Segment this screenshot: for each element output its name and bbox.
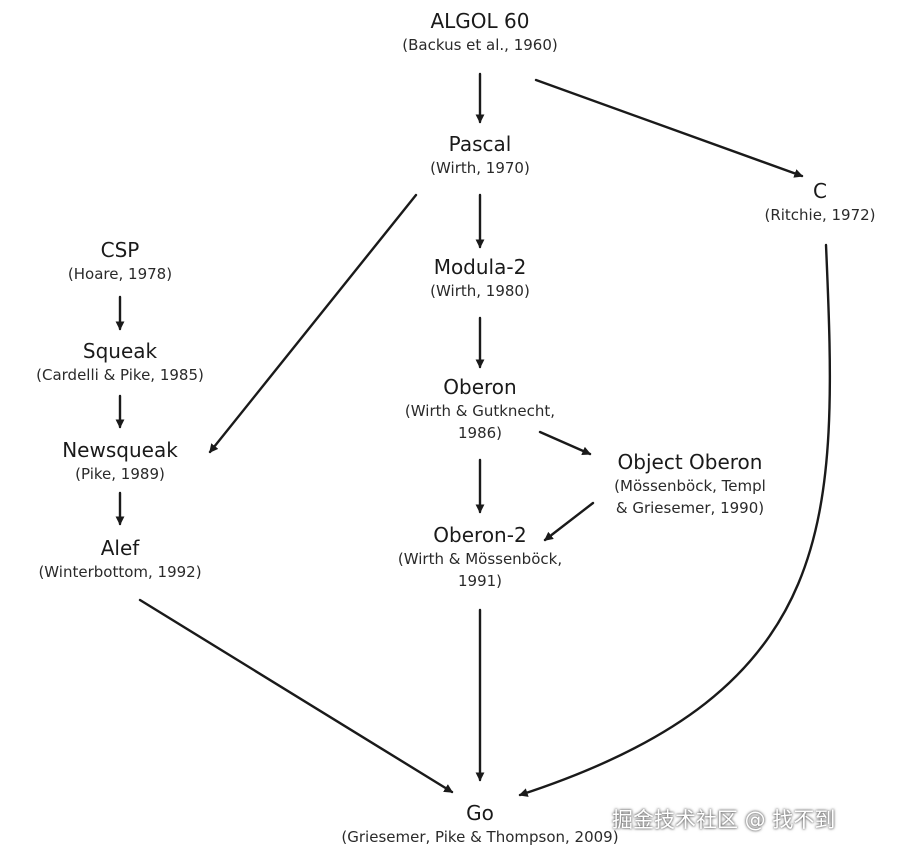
node-citation: (Wirth, 1970) xyxy=(430,159,530,177)
node-newsqueak: Newsqueak (Pike, 1989) xyxy=(20,437,220,485)
node-go: Go (Griesemer, Pike & Thompson, 2009) xyxy=(290,800,670,848)
node-citation: (Cardelli & Pike, 1985) xyxy=(36,366,204,384)
node-name: Modula-2 xyxy=(433,255,527,279)
node-name: Newsqueak xyxy=(62,438,178,462)
node-citation: (Backus et al., 1960) xyxy=(402,36,558,54)
node-citation: (Wirth, 1980) xyxy=(430,282,530,300)
node-name: Pascal xyxy=(448,132,512,156)
node-name: Alef xyxy=(100,536,140,560)
node-pascal: Pascal (Wirth, 1970) xyxy=(380,131,580,179)
arrow-pascal-to-newsqueak xyxy=(208,193,418,454)
node-name: C xyxy=(813,179,827,203)
arrow-oberon-to-object_oberon xyxy=(538,430,592,456)
arrow-c-to-go xyxy=(518,243,832,797)
node-csp: CSP (Hoare, 1978) xyxy=(20,237,220,285)
node-oberon2: Oberon-2 (Wirth & Mössenböck, 1991) xyxy=(360,522,600,592)
node-citation: & Griesemer, 1990) xyxy=(615,499,765,517)
node-citation: (Ritchie, 1972) xyxy=(764,206,876,224)
node-modula2: Modula-2 (Wirth, 1980) xyxy=(380,254,580,302)
node-name: ALGOL 60 xyxy=(430,9,530,33)
node-citation: 1986) xyxy=(457,424,503,442)
arrow-alef-to-go xyxy=(138,598,454,794)
node-citation: (Hoare, 1978) xyxy=(67,265,173,283)
node-citation: (Pike, 1989) xyxy=(75,465,165,483)
arrow-algol60-to-c xyxy=(534,78,804,178)
node-name: Squeak xyxy=(82,339,158,363)
node-name: CSP xyxy=(100,238,140,262)
node-c: C (Ritchie, 1972) xyxy=(740,178,900,226)
node-citation: 1991) xyxy=(457,572,503,590)
node-name: Object Oberon xyxy=(617,450,763,474)
node-algol60: ALGOL 60 (Backus et al., 1960) xyxy=(380,8,580,56)
node-name: Oberon-2 xyxy=(433,523,527,547)
node-citation: (Mössenböck, Templ xyxy=(614,477,766,495)
node-citation: (Wirth & Gutknecht, xyxy=(404,402,556,420)
node-object-oberon: Object Oberon (Mössenböck, Templ & Gries… xyxy=(580,449,800,519)
node-name: Go xyxy=(466,801,494,825)
node-citation: (Wirth & Mössenböck, xyxy=(397,550,563,568)
node-oberon: Oberon (Wirth & Gutknecht, 1986) xyxy=(370,374,590,444)
node-citation: (Griesemer, Pike & Thompson, 2009) xyxy=(341,828,619,846)
arrow-object_oberon-to-oberon2 xyxy=(543,501,595,542)
node-name: Oberon xyxy=(443,375,517,399)
node-citation: (Winterbottom, 1992) xyxy=(38,563,202,581)
watermark: 掘金技术社区 @ 找不到 xyxy=(612,808,836,832)
node-alef: Alef (Winterbottom, 1992) xyxy=(10,535,230,583)
node-squeak: Squeak (Cardelli & Pike, 1985) xyxy=(0,338,240,386)
